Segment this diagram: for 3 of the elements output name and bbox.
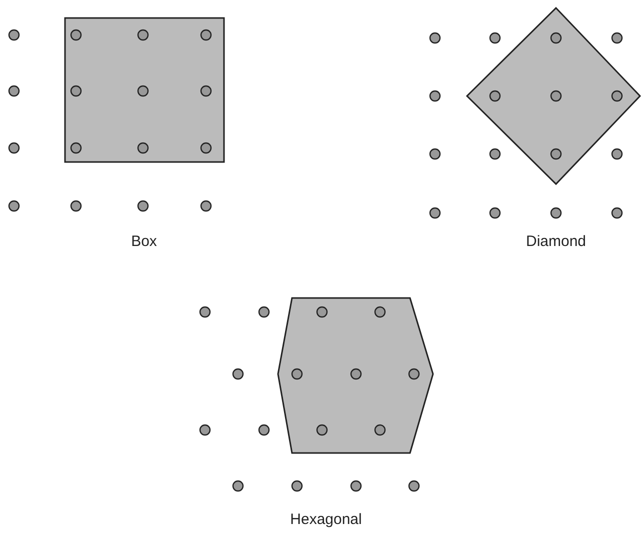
pattern-caption: Hexagonal <box>290 511 362 528</box>
pattern-caption: Diamond <box>526 233 586 250</box>
pattern-caption: Box <box>131 233 157 250</box>
